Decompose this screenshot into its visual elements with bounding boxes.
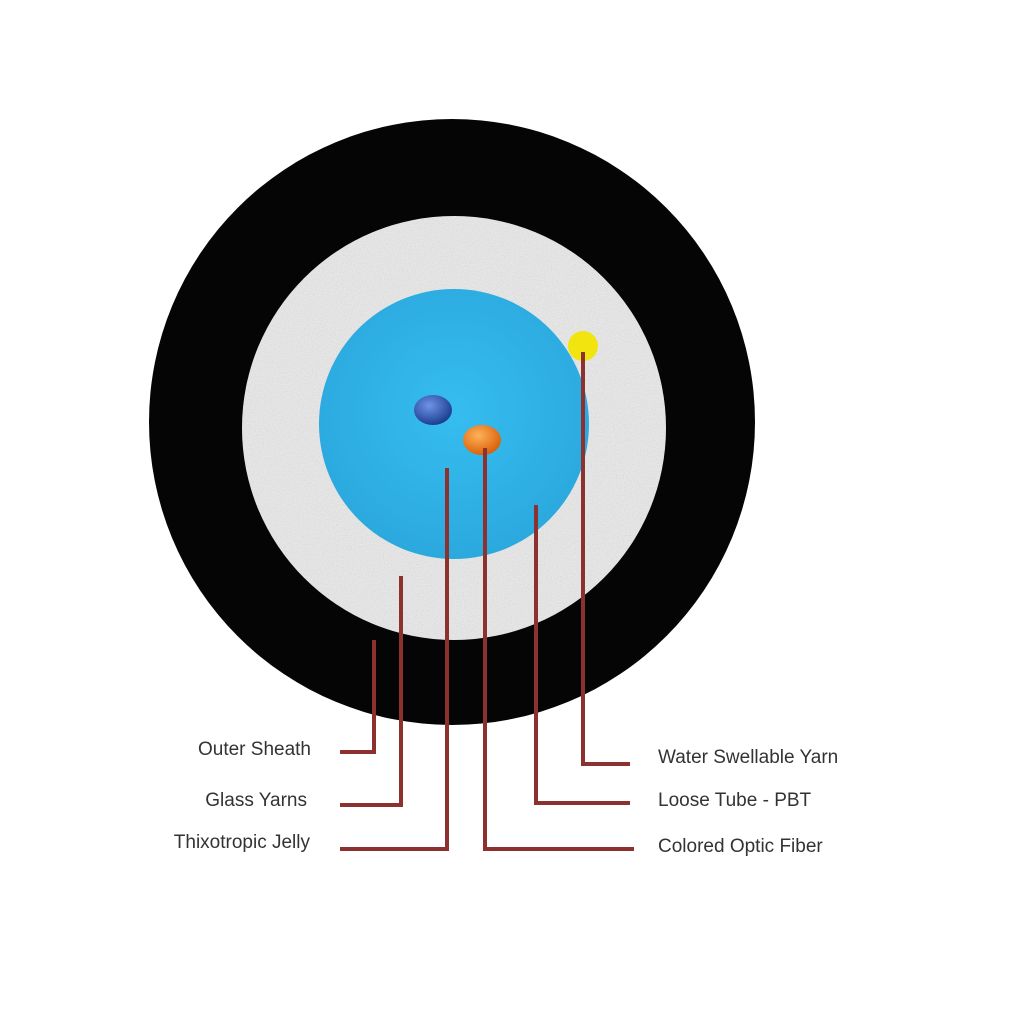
label-colored-optic-fiber: Colored Optic Fiber [658, 836, 823, 857]
label-outer-sheath: Outer Sheath [197, 739, 311, 760]
leader-line-thixotropic-jelly [340, 468, 449, 851]
leader-line-outer-sheath [340, 640, 376, 754]
leader-line-water-swellable-yarn [581, 352, 630, 766]
water-swellable-yarn-dot [568, 331, 598, 361]
label-glass-yarns: Glass Yarns [205, 790, 307, 811]
leader-line-glass-yarns [340, 576, 403, 807]
loose-tube [319, 289, 589, 559]
label-loose-tube: Loose Tube - PBT [658, 790, 812, 811]
blue-optic-fiber [414, 395, 452, 425]
leader-line-colored-optic-fiber [483, 448, 634, 851]
leader-line-loose-tube [534, 505, 630, 805]
label-water-swellable-yarn: Water Swellable Yarn [658, 747, 839, 768]
orange-optic-fiber [463, 425, 501, 455]
label-thixotropic-jelly: Thixotropic Jelly [173, 832, 310, 853]
